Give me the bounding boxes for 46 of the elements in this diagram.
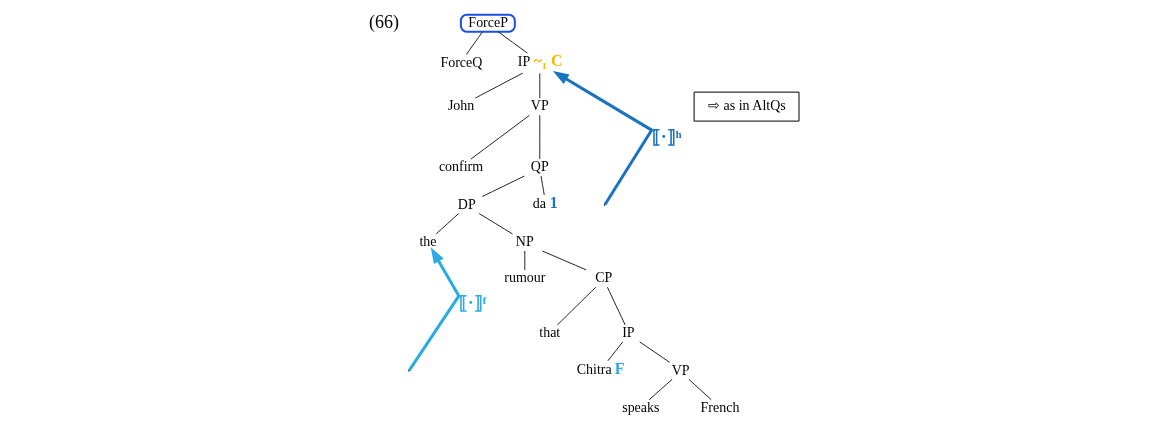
node-text: French (700, 399, 739, 415)
connector (638, 341, 670, 363)
connector (556, 286, 596, 326)
node-text: rumour (503, 270, 545, 286)
node-label: F (614, 359, 624, 377)
connector (474, 72, 523, 99)
connector (606, 341, 623, 362)
connector (687, 378, 712, 401)
node-text: NP (515, 234, 534, 250)
label: (66) (368, 11, 399, 32)
node-text: speaks (621, 399, 659, 415)
connector (523, 250, 525, 271)
connector (497, 31, 528, 54)
node-text: DP (457, 196, 476, 212)
node-text: confirm (438, 159, 483, 175)
node-text: John (447, 98, 474, 114)
node-text: CP (594, 270, 612, 286)
node-label: ~₁ C (533, 51, 562, 69)
node-text: QP (530, 159, 549, 175)
arrow (552, 71, 653, 206)
node-box: ForceP (459, 13, 516, 33)
connector (541, 250, 587, 271)
connector (538, 114, 540, 160)
node-text: the (418, 234, 436, 250)
connector (435, 213, 459, 235)
connector (481, 175, 525, 197)
node-text: VP (530, 98, 549, 114)
arrow (407, 247, 460, 372)
node-text: da (532, 195, 546, 211)
edge-label: ⟦·⟧ᶠ (458, 293, 486, 314)
connector (465, 31, 483, 55)
node-box: ⇨ as in AltQs (693, 91, 799, 122)
connector (478, 213, 513, 235)
node-text: Chitra (576, 361, 612, 377)
connector (606, 286, 626, 326)
node-text: that (538, 325, 560, 341)
edge-label: ⟦·⟧ʰ (651, 127, 682, 148)
connector (538, 72, 540, 99)
connector (469, 114, 530, 160)
node-text: IP (517, 53, 530, 69)
node-text: ForceQ (439, 54, 482, 70)
node-text: IP (621, 325, 635, 341)
node-label: 1 (549, 193, 558, 211)
connector (648, 378, 673, 401)
node-text: VP (671, 362, 690, 378)
connector (540, 175, 545, 196)
